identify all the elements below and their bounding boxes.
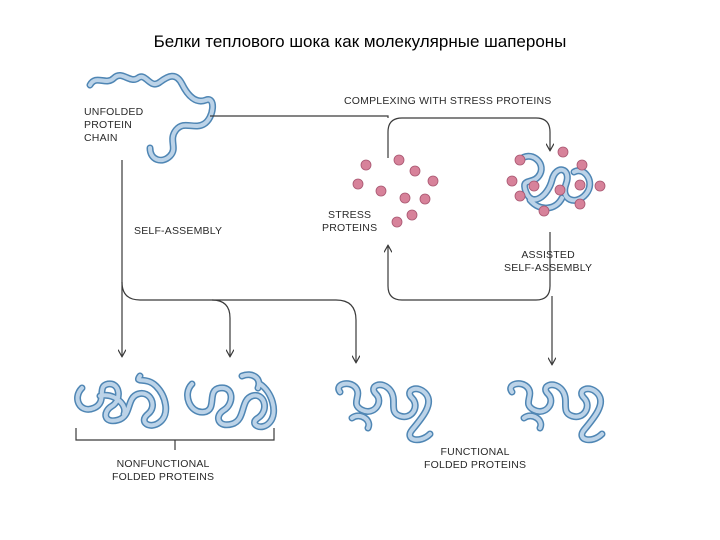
label-self-assembly: SELF-ASSEMBLY: [134, 225, 223, 237]
functional-protein-1: [335, 380, 434, 444]
flow-arrows: [121, 115, 552, 364]
stress-proteins: [352, 154, 439, 228]
label-complexing: COMPLEXING WITH STRESS PROTEINS: [344, 95, 552, 107]
nonfunctional-protein-2: [184, 371, 278, 431]
nonfunctional-protein-1: [74, 372, 170, 429]
unfolded-protein-chain: [86, 72, 216, 164]
arrow-complexing: [210, 115, 389, 118]
arrow-self-assembly-branch: [121, 281, 230, 356]
slide-title: Белки теплового шока как молекулярные ша…: [153, 32, 567, 51]
bound-stress-proteins: [506, 146, 606, 217]
arrow-complexing-loop: [387, 117, 550, 158]
functional-protein-2: [507, 380, 606, 444]
arrow-release: [388, 232, 551, 301]
arrow-self-assembly-right: [212, 299, 356, 362]
nonfunctional-bracket: [75, 428, 275, 450]
